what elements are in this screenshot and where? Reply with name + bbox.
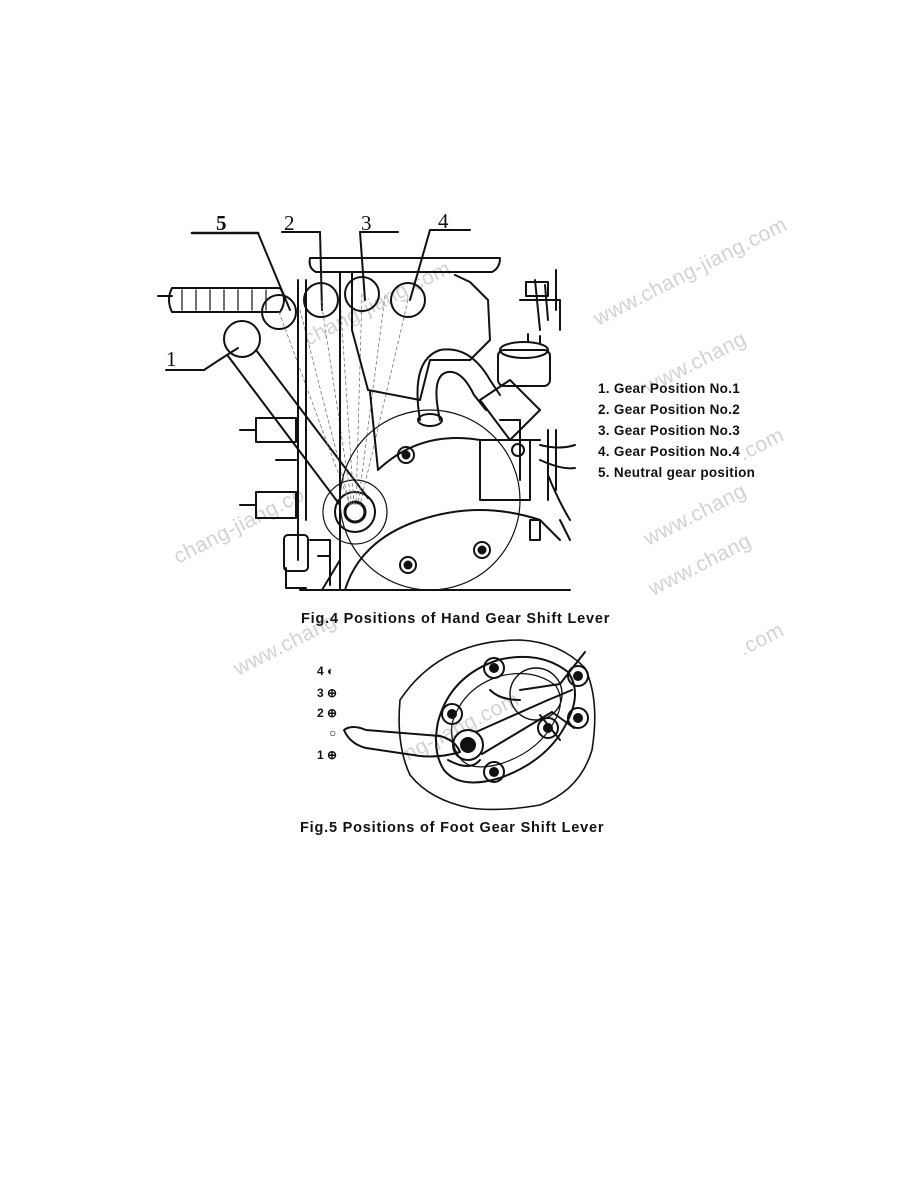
marker-dot-icon: ⊕	[327, 706, 338, 720]
position-marker-3: 3 ⊕	[317, 686, 337, 700]
marker-dot-icon: ⊕	[327, 748, 338, 762]
legend-item: 2. Gear Position No.2	[598, 402, 741, 417]
position-marker-1: 1 ⊕	[317, 748, 337, 762]
callout-5: 5	[216, 211, 227, 235]
callout-1: 1	[166, 347, 177, 371]
legend-item: 3. Gear Position No.3	[598, 423, 741, 438]
legend-item: 1. Gear Position No.1	[598, 381, 741, 396]
position-marker-2: 2 ⊕	[317, 706, 337, 720]
callout-2: 2	[284, 211, 295, 235]
marker-dot-icon: ◐	[327, 664, 335, 678]
legend-item: 5. Neutral gear position	[598, 465, 756, 480]
gear-position-legend: 1. Gear Position No.1 2. Gear Position N…	[598, 378, 755, 483]
position-marker-neutral: ○	[329, 726, 336, 740]
neutral-circle-icon: ○	[329, 726, 337, 740]
position-marker-4: 4 ◐	[317, 664, 334, 678]
marker-number: 3	[317, 686, 324, 700]
fig5-caption: Fig.5 Positions of Foot Gear Shift Lever	[300, 820, 605, 836]
callout-4: 4	[438, 209, 449, 233]
marker-number: 1	[317, 748, 324, 762]
legend-item: 4. Gear Position No.4	[598, 444, 741, 459]
marker-number: 4	[317, 664, 324, 678]
fig4-caption: Fig.4 Positions of Hand Gear Shift Lever	[301, 611, 611, 627]
callout-3: 3	[361, 211, 372, 235]
marker-number: 2	[317, 706, 324, 720]
marker-dot-icon: ⊕	[327, 686, 338, 700]
